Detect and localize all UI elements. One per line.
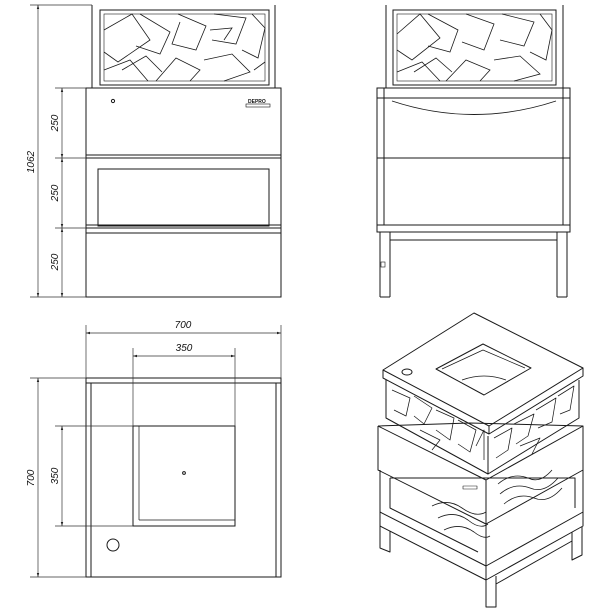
side-bowl-curve <box>391 100 557 115</box>
plan-inner-opening <box>132 425 236 527</box>
iso-top-opening <box>435 343 532 396</box>
dim-total-height: 1062 <box>26 150 37 173</box>
plan-outer-outline <box>85 377 282 578</box>
iso-upper-module <box>377 425 487 525</box>
front-lattice-pattern <box>103 13 266 82</box>
front-screen-panel <box>91 5 276 88</box>
side-screen-panel <box>385 5 564 88</box>
dim-outer-depth: 700 <box>26 469 37 486</box>
front-brand-logo: DEPRO <box>245 99 271 108</box>
front-bottom-module <box>85 227 282 298</box>
iso-middle-module <box>379 470 487 567</box>
iso-brand-plate <box>462 485 478 490</box>
brand-label: DEPRO <box>248 99 266 105</box>
iso-stand <box>379 512 487 581</box>
iso-top-plate <box>382 312 584 427</box>
plan-hole-marker <box>106 538 120 552</box>
dim-outer-width: 700 <box>175 320 192 331</box>
dim-inner-width: 350 <box>176 343 193 354</box>
dim-middle-module: 250 <box>50 184 61 202</box>
iso-hole-marker <box>401 368 413 376</box>
dim-bottom-module: 250 <box>50 253 61 271</box>
plan-view <box>85 377 282 578</box>
side-middle-module <box>376 157 571 226</box>
side-stand-legs <box>376 224 571 298</box>
plan-center-marker <box>182 471 186 475</box>
plan-dimensions <box>30 325 282 578</box>
front-hole-marker <box>110 98 116 104</box>
iso-screen-panel <box>385 380 580 475</box>
iso-wave-slots <box>431 469 563 538</box>
side-view <box>376 5 571 298</box>
front-dimensions <box>30 4 92 298</box>
front-view <box>85 5 282 298</box>
isometric-view <box>377 312 584 608</box>
side-lattice-pattern <box>396 13 553 82</box>
dim-inner-depth: 350 <box>50 467 61 484</box>
dim-top-module: 250 <box>50 114 61 132</box>
